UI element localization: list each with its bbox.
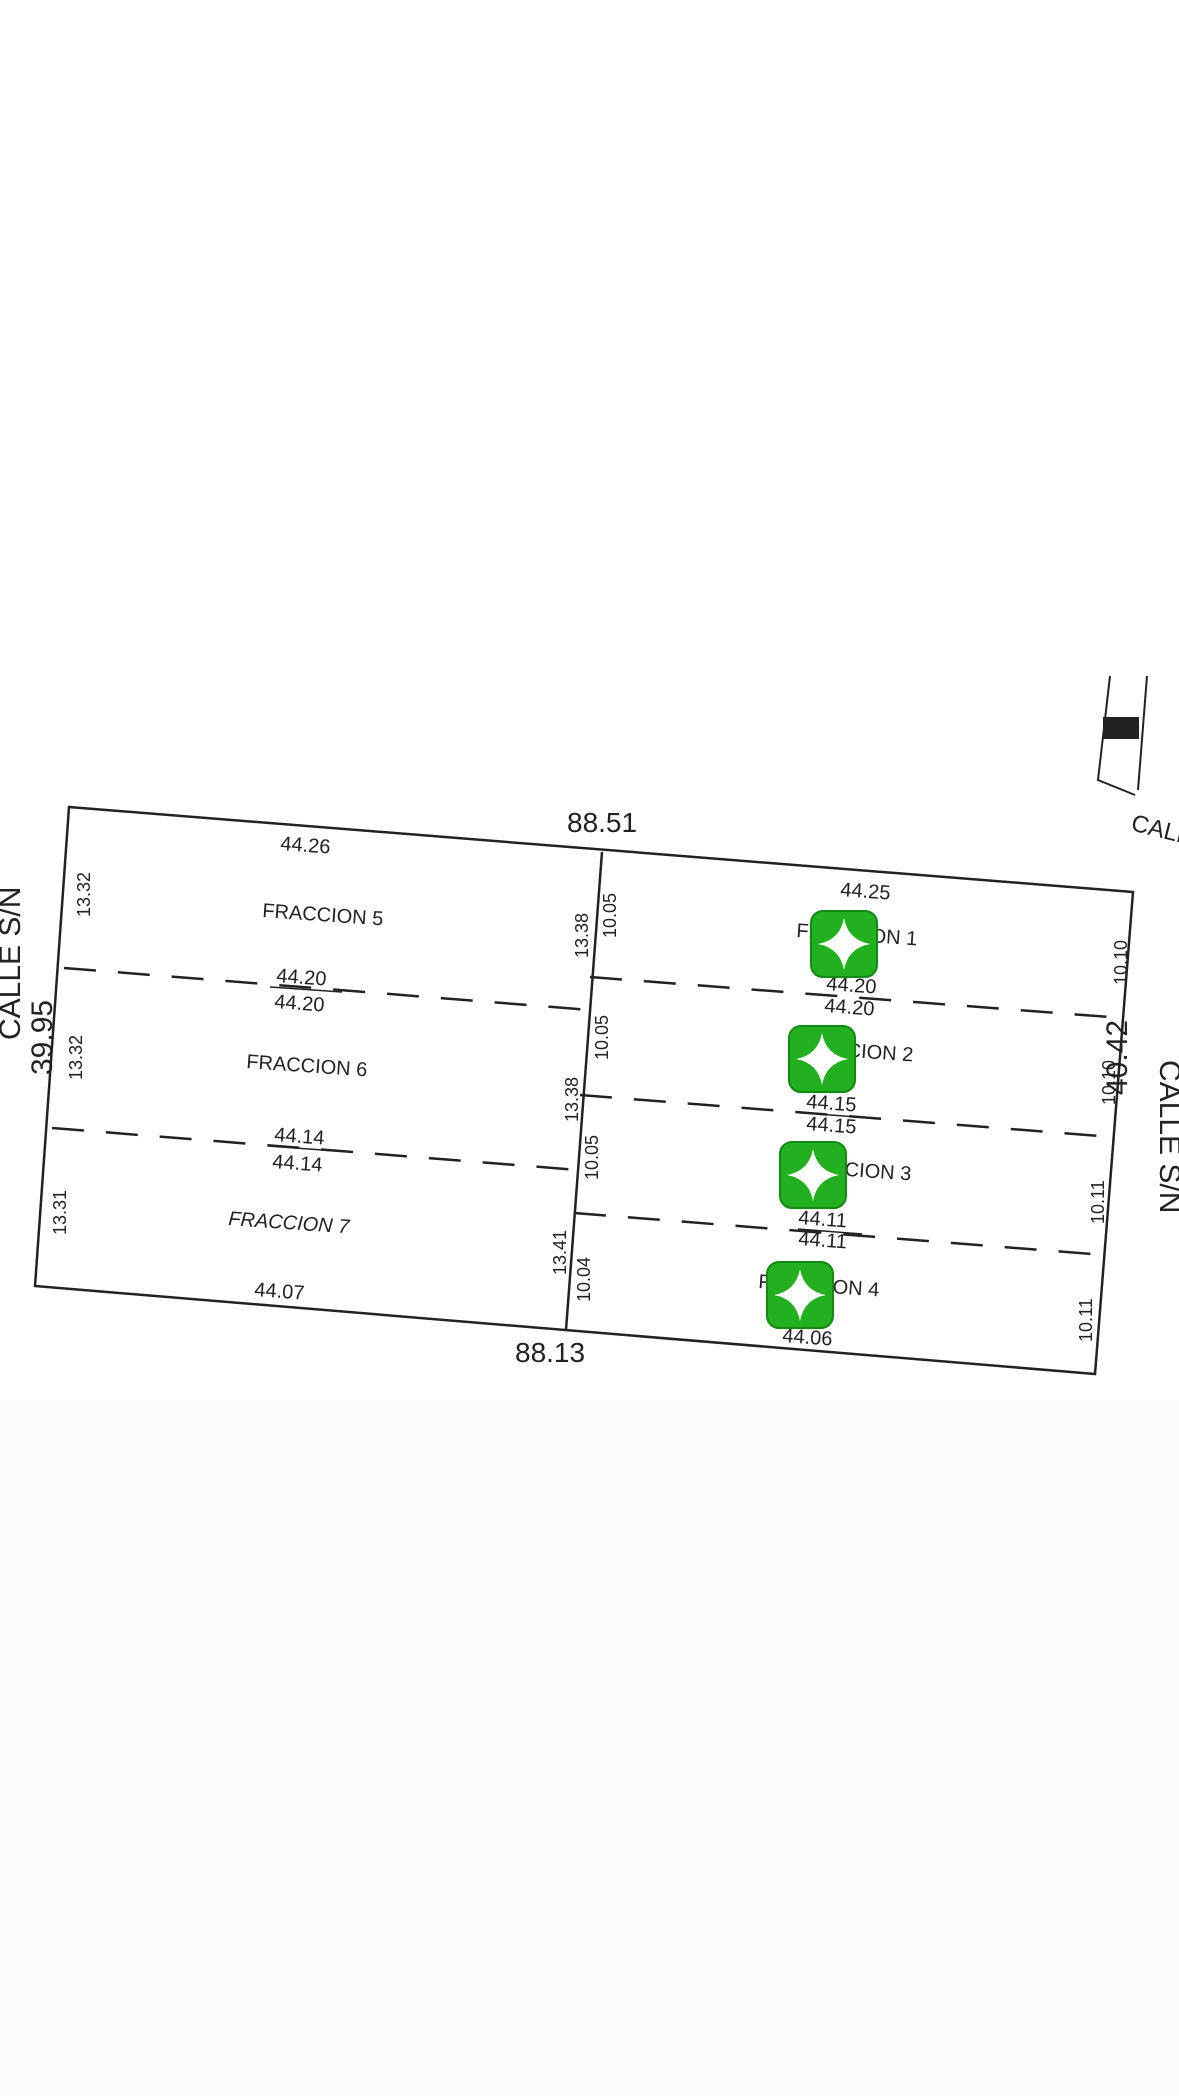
side-left-value: 39.95 bbox=[26, 1000, 59, 1075]
fraccion-1-top: 44.25 bbox=[840, 879, 891, 904]
fraccion-4-left: 10.04 bbox=[574, 1257, 594, 1302]
side-right-value: 40.42 bbox=[1101, 1020, 1134, 1095]
sparkle-star-icon[interactable] bbox=[810, 910, 878, 978]
fraccion-7-label: FRACCION 7 bbox=[228, 1208, 351, 1238]
fraccion-5-right: 13.38 bbox=[572, 913, 592, 958]
sparkle-star-icon[interactable] bbox=[779, 1141, 847, 1209]
fraccion-3-right: 10.11 bbox=[1088, 1180, 1108, 1224]
fraccion-7-bottom: 44.07 bbox=[254, 1279, 305, 1304]
sparkle-star-icon[interactable] bbox=[788, 1025, 856, 1093]
dashed-division-lines bbox=[51, 966, 1123, 1257]
fraccion-1-left: 10.05 bbox=[600, 893, 620, 938]
fraccion-4-top: 44.11 bbox=[798, 1228, 848, 1253]
fraccion-6-7-fraction-bar bbox=[267, 1145, 337, 1152]
fraccion-2-left: 10.05 bbox=[592, 1015, 612, 1060]
fraccion-2-3-fraction-bar bbox=[803, 1112, 871, 1119]
outer-boundary bbox=[33, 805, 1135, 1376]
lower-blank-area bbox=[0, 1400, 1179, 2096]
center-divider bbox=[564, 851, 604, 1331]
fraccion-6-label: FRACCION 6 bbox=[246, 1051, 368, 1081]
fraccion-7-left: 13.31 bbox=[50, 1190, 70, 1235]
total-top-value: 88.51 bbox=[567, 807, 637, 838]
fraccion-7-right: 13.41 bbox=[550, 1230, 570, 1275]
fraccion-5-bottom: 44.20 bbox=[276, 965, 327, 990]
fraccion-3-left: 10.05 bbox=[582, 1135, 602, 1180]
fraccion-2-bottom: 44.15 bbox=[806, 1091, 857, 1116]
fraccion-3-bottom: 44.11 bbox=[798, 1207, 848, 1232]
fraccion-4-bottom: 44.06 bbox=[782, 1325, 833, 1350]
fraccion-3-top: 44.15 bbox=[806, 1113, 857, 1138]
street-left-label: CALLE S/N bbox=[0, 887, 27, 1040]
street-corner-label: CALL bbox=[1129, 810, 1179, 851]
fraccion-6-top: 44.20 bbox=[274, 991, 325, 1016]
sparkle-star-icon[interactable] bbox=[766, 1261, 834, 1329]
street-right-label: CALLE S/N bbox=[1153, 1060, 1179, 1213]
fraccion-6-bottom: 44.14 bbox=[274, 1124, 325, 1149]
corner-building-fragment bbox=[1096, 675, 1148, 796]
marker-layer bbox=[766, 910, 878, 1329]
fraccion-5-label: FRACCION 5 bbox=[262, 900, 384, 930]
fraccion-2-top: 44.20 bbox=[824, 995, 875, 1020]
fraccion-5-top: 44.26 bbox=[280, 833, 331, 858]
fraccion-1-right: 10.10 bbox=[1111, 940, 1131, 985]
fraccion-2-right: 10.10 bbox=[1099, 1060, 1119, 1105]
fraccion-6-left: 13.32 bbox=[66, 1035, 86, 1080]
fraccion-4-right: 10.11 bbox=[1076, 1298, 1096, 1342]
fraccion-5-left: 13.32 bbox=[74, 872, 94, 917]
fraccion-6-right: 13.38 bbox=[562, 1077, 582, 1122]
fraccion-7-top: 44.14 bbox=[272, 1151, 323, 1176]
fraccion-3-4-fraction-bar bbox=[797, 1228, 863, 1235]
total-bottom-value: 88.13 bbox=[515, 1337, 585, 1368]
fraccion-5-6-fraction-bar bbox=[269, 986, 343, 993]
